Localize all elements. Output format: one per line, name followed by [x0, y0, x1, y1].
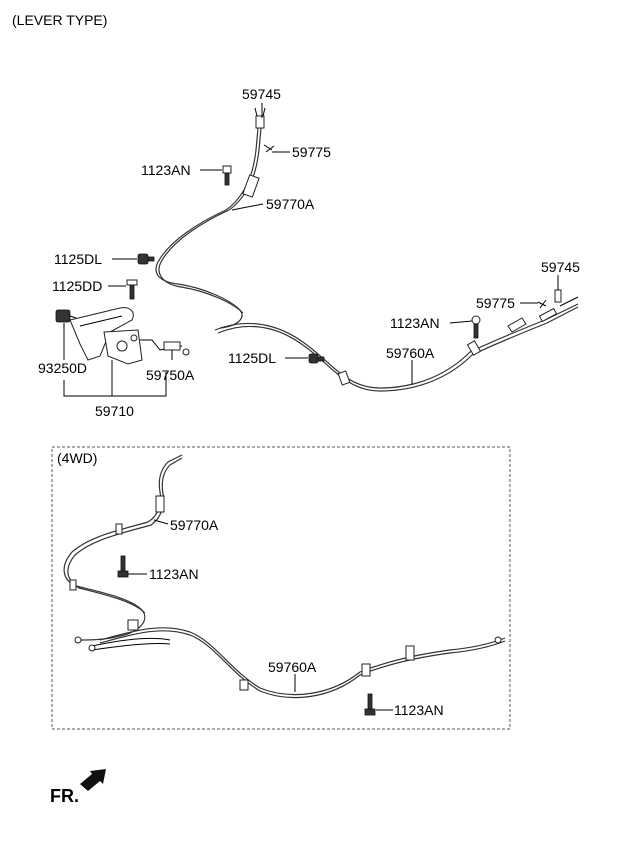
fitting-59745-top	[254, 107, 266, 129]
inset-label-1123AN-upper: 1123AN	[149, 566, 199, 582]
label-59710: 59710	[95, 403, 134, 419]
label-1125DD: 1125DD	[52, 278, 102, 294]
bracket-upper	[242, 174, 260, 198]
leader-59770A-top	[231, 203, 264, 211]
label-1123AN-top: 1123AN	[141, 162, 191, 178]
bolt-1123AN-right	[471, 315, 481, 339]
label-93250D: 93250D	[38, 360, 87, 376]
label-59745-right: 59745	[541, 259, 580, 275]
inset-cable-59770A	[63, 454, 183, 641]
end-fitting-right	[507, 296, 579, 333]
label-59745-top: 59745	[242, 86, 281, 102]
label-59750A: 59750A	[146, 367, 195, 383]
inset-cable-59760A	[91, 627, 506, 699]
label-1123AN-right: 1123AN	[390, 315, 440, 331]
equalizer-59750A	[140, 339, 190, 356]
fitting-59745-right	[554, 289, 562, 303]
front-direction-label: FR.	[50, 786, 79, 806]
label-59775-right: 59775	[476, 295, 515, 311]
clip-59775-top	[263, 144, 275, 153]
label-59770A-top: 59770A	[266, 196, 315, 212]
bracket-59760A	[337, 340, 482, 386]
label-1125DL-mid: 1125DL	[228, 350, 276, 366]
inset-brackets	[69, 495, 502, 691]
switch-93250D	[55, 309, 77, 323]
bolt-1125DL-mid	[308, 353, 325, 364]
inset-label-59760A: 59760A	[268, 659, 317, 675]
leader-59710	[63, 360, 167, 397]
label-59760A-top: 59760A	[386, 345, 435, 361]
inset-label-59770A: 59770A	[170, 517, 219, 533]
parking-lever-59710	[69, 307, 143, 365]
inset-4wd-frame	[51, 446, 511, 730]
clip-59775-right	[537, 299, 547, 309]
inset-bolt-1123AN-upper	[117, 555, 129, 578]
inset-label-1123AN-lower: 1123AN	[394, 702, 444, 718]
cable-59770A	[155, 127, 262, 329]
bolt-1123AN-top	[222, 165, 232, 186]
cable-59760A	[214, 303, 579, 392]
leader-1123AN-right	[449, 320, 473, 324]
inset-title: (4WD)	[57, 450, 97, 466]
inset-leader-59770A	[153, 519, 169, 525]
bolt-1125DD	[126, 279, 138, 300]
diagram-title: (LEVER TYPE)	[12, 12, 107, 28]
front-direction-arrow-icon	[80, 769, 106, 791]
label-1125DL-left: 1125DL	[54, 251, 102, 267]
inset-bolt-1123AN-lower	[364, 693, 376, 716]
bolt-1125DL-left	[137, 253, 155, 265]
label-59775-top: 59775	[292, 144, 331, 160]
